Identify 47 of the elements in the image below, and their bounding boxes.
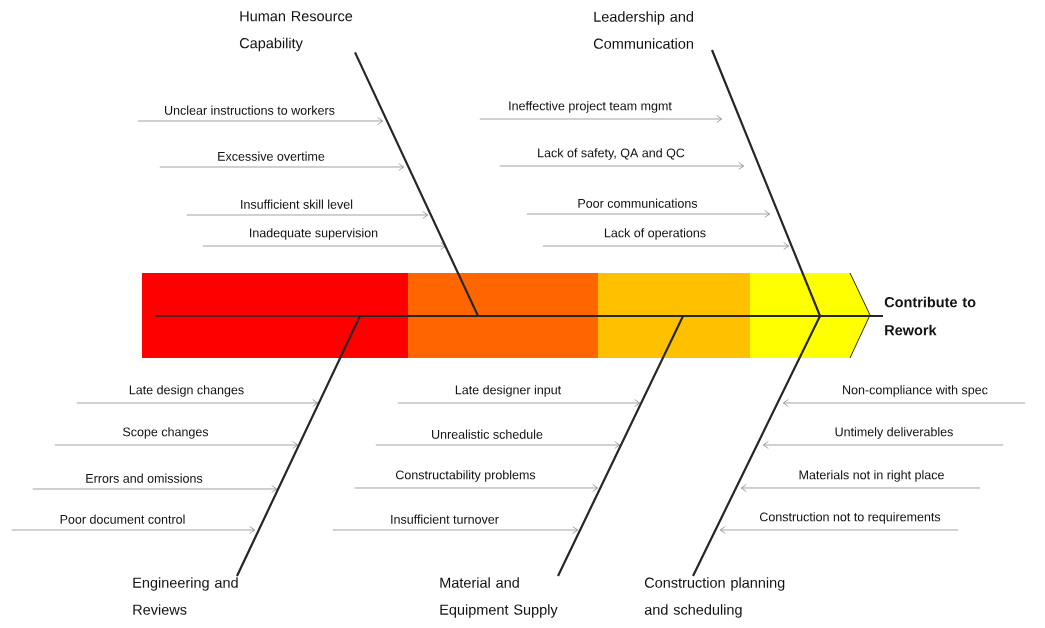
cause-arrow [499,162,744,170]
cause-arrow [397,399,640,407]
cause-label: Unrealistic schedule [432,429,543,439]
cause-arrow [11,526,255,534]
cause-label: Constructability problems [395,470,536,482]
cause-arrow [32,485,277,493]
cause-arrow [741,484,981,492]
cause-arrow [202,242,446,250]
cause-label: Unclear instructions to workers [165,105,335,115]
cause-arrow [763,441,1004,449]
cause-label: Construction not to requirements [759,512,941,524]
category-label: Human Resource Capability [239,11,353,52]
cause-label: Insufficient turnover [391,514,499,524]
cause-label: Poor communications [578,198,698,208]
cause-label: Inadequate supervision [250,228,378,240]
cause-arrow [479,115,722,123]
cause-label: Late designer input [455,385,562,397]
cause-label: Poor document control [60,514,185,524]
category-label: Construction planning and scheduling [644,577,785,618]
cause-label: Scope changes [123,427,209,439]
cause-arrow [186,211,428,219]
category-label: Leadership and Communication [593,11,693,49]
cause-arrow [159,163,404,171]
cause-arrow [526,210,770,218]
cause-arrow [375,441,620,449]
cause-label: Errors and omissions [86,473,203,483]
cause-arrow [354,484,598,492]
cause-label: Late design changes [129,385,244,397]
bone-line [692,314,883,577]
cause-label: Non-compliance with spec [843,385,988,397]
cause-label: Excessive overtime [218,151,325,161]
cause-label: Materials not in right place [799,470,944,482]
effect-label: Contribute to Rework [884,296,976,336]
category-label: Material and Equipment Supply [440,577,558,618]
cause-label: Ineffective project team mgmt [509,101,672,113]
cause-arrow [332,526,578,534]
cause-arrow [542,242,789,250]
category-label: Engineering and Reviews [133,577,238,615]
cause-label: Lack of operations [604,228,706,240]
cause-label: Untimely deliverables [835,427,953,439]
cause-arrow [783,399,1026,407]
cause-label: Lack of safety, QA and QC [538,148,685,160]
cause-arrow [720,526,959,534]
cause-label: Insufficient skill level [241,199,353,209]
cause-arrow [76,399,318,407]
cause-arrow [137,117,383,125]
cause-arrow [54,441,298,449]
